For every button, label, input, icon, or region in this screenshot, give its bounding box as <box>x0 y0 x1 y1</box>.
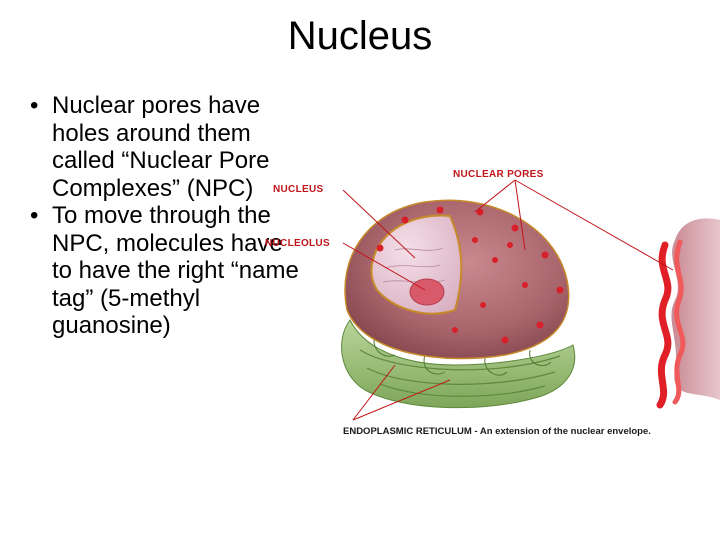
nuclear-pores-label: NUCLEAR PORES <box>453 169 544 180</box>
bullet-dot: • <box>30 202 39 229</box>
envelope-closeup <box>656 218 720 409</box>
endoplasmic-reticulum <box>341 319 576 409</box>
nucleus-body <box>344 199 570 360</box>
nucleus-label: NUCLEUS <box>273 184 323 195</box>
bullet-item: • To move through the NPC, molecules hav… <box>30 202 300 340</box>
er-caption: ENDOPLASMIC RETICULUM - An extension of … <box>343 426 651 437</box>
bullet-item: • Nuclear pores have holes around them c… <box>30 92 300 202</box>
nucleolus-shape <box>409 278 445 306</box>
bullet-dot: • <box>30 92 39 119</box>
bullet-text: Nuclear pores have holes around them cal… <box>52 92 270 202</box>
bullet-text: To move through the NPC, molecules have … <box>52 202 299 339</box>
nucleolus-label: NUCLEOLUS <box>265 238 330 249</box>
bullet-list: • Nuclear pores have holes around them c… <box>30 92 300 340</box>
leader-lines <box>342 179 674 421</box>
slide-title: Nucleus <box>287 14 433 58</box>
nucleus-illustration: NUCLEUS NUCLEOLUS NUCLEAR PORES <box>265 169 720 421</box>
